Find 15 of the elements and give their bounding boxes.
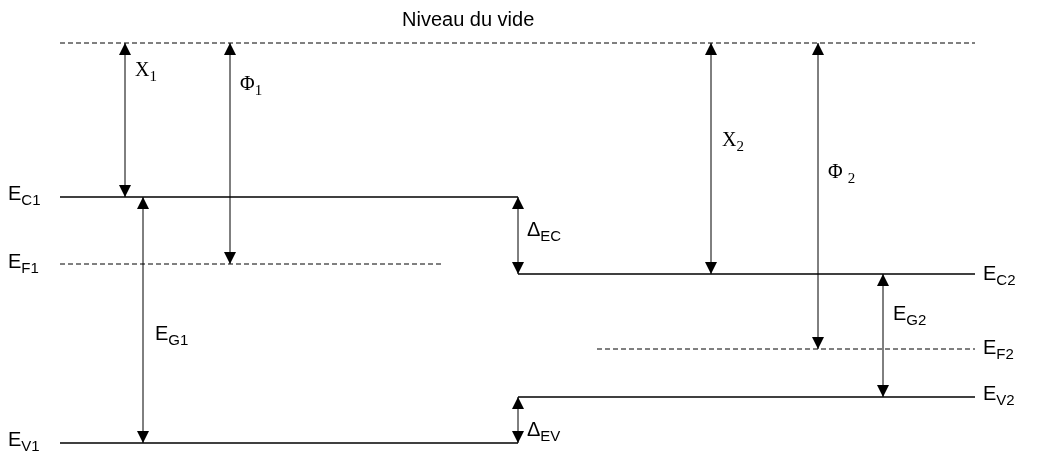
symbol-label: X$_{2}$ xyxy=(722,128,744,150)
symbol-label: Δ$_{EV}$ xyxy=(527,418,561,440)
level-label: E$_{F2}$ xyxy=(983,336,1014,358)
symbol-label: Δ$_{EC}$ xyxy=(527,218,562,240)
level-label: E$_{V2}$ xyxy=(983,382,1015,404)
symbol-label: X$_{1}$ xyxy=(135,58,157,80)
symbol-label: E$_{G1}$ xyxy=(155,322,189,344)
level-label: E$_{V1}$ xyxy=(8,428,40,450)
level-label: E$_{C1}$ xyxy=(8,182,41,204)
level-label: Niveau du vide xyxy=(402,8,535,30)
symbol-label: E$_{G2}$ xyxy=(893,302,927,324)
level-label: E$_{C2}$ xyxy=(983,262,1016,284)
symbol-label: Φ$_{1}$ xyxy=(240,72,263,94)
level-label: E$_{F1}$ xyxy=(8,250,39,272)
symbol-label: Φ $_{2}$ xyxy=(828,160,856,182)
